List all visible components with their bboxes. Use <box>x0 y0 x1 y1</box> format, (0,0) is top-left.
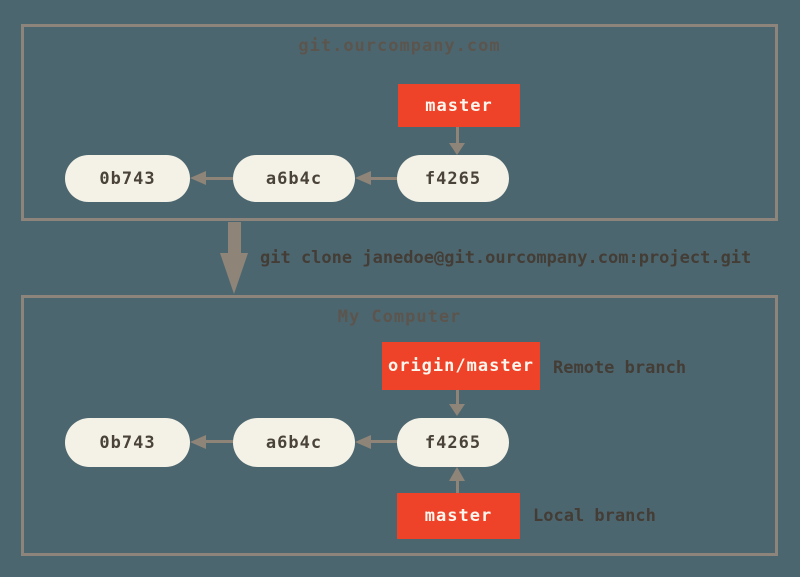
local-master-branch-box: master <box>397 493 520 539</box>
commit-label: f4265 <box>424 432 482 453</box>
commit-node: 0b743 <box>65 155 190 202</box>
server-master-branch-box: master <box>398 84 520 127</box>
parent-arrow-left-icon <box>355 435 371 449</box>
parent-arrow-line <box>205 177 233 180</box>
local-branch-annotation: Local branch <box>533 506 656 526</box>
parent-arrow-line <box>205 440 233 443</box>
clone-arrow-down-icon <box>220 253 248 294</box>
parent-arrow-left-icon <box>190 435 206 449</box>
remote-branch-arrow-line <box>456 390 459 405</box>
server-branch-arrow-down-icon <box>449 143 465 155</box>
commit-node: a6b4c <box>233 155 355 202</box>
commit-node: a6b4c <box>233 418 355 467</box>
commit-label: 0b743 <box>99 168 156 189</box>
local-branch-arrow-up-icon <box>449 467 465 481</box>
parent-arrow-left-icon <box>355 171 371 185</box>
local-computer-title: My Computer <box>337 307 462 327</box>
local-branch-arrow-line <box>456 480 459 493</box>
origin-master-branch-label: origin/master <box>387 356 535 376</box>
commit-node: f4265 <box>397 418 509 467</box>
local-computer-frame <box>21 295 778 556</box>
server-branch-arrow-line <box>456 127 459 144</box>
remote-branch-arrow-down-icon <box>449 404 465 416</box>
commit-label: a6b4c <box>265 168 323 189</box>
commit-node: f4265 <box>397 155 509 202</box>
parent-arrow-line <box>370 177 397 180</box>
server-repo-title: git.ourcompany.com <box>298 36 501 56</box>
commit-label: a6b4c <box>265 432 323 453</box>
remote-branch-annotation: Remote branch <box>553 358 687 378</box>
server-repo-frame <box>21 24 778 221</box>
commit-node: 0b743 <box>65 418 190 467</box>
parent-arrow-line <box>370 440 397 443</box>
server-master-branch-label: master <box>425 95 493 116</box>
parent-arrow-left-icon <box>190 171 206 185</box>
origin-master-branch-box: origin/master <box>382 342 540 390</box>
commit-label: f4265 <box>424 168 482 189</box>
commit-label: 0b743 <box>99 432 156 453</box>
clone-arrow-shaft <box>228 222 241 254</box>
clone-command-text: git clone janedoe@git.ourcompany.com:pro… <box>260 248 752 268</box>
local-master-branch-label: master <box>424 506 493 526</box>
